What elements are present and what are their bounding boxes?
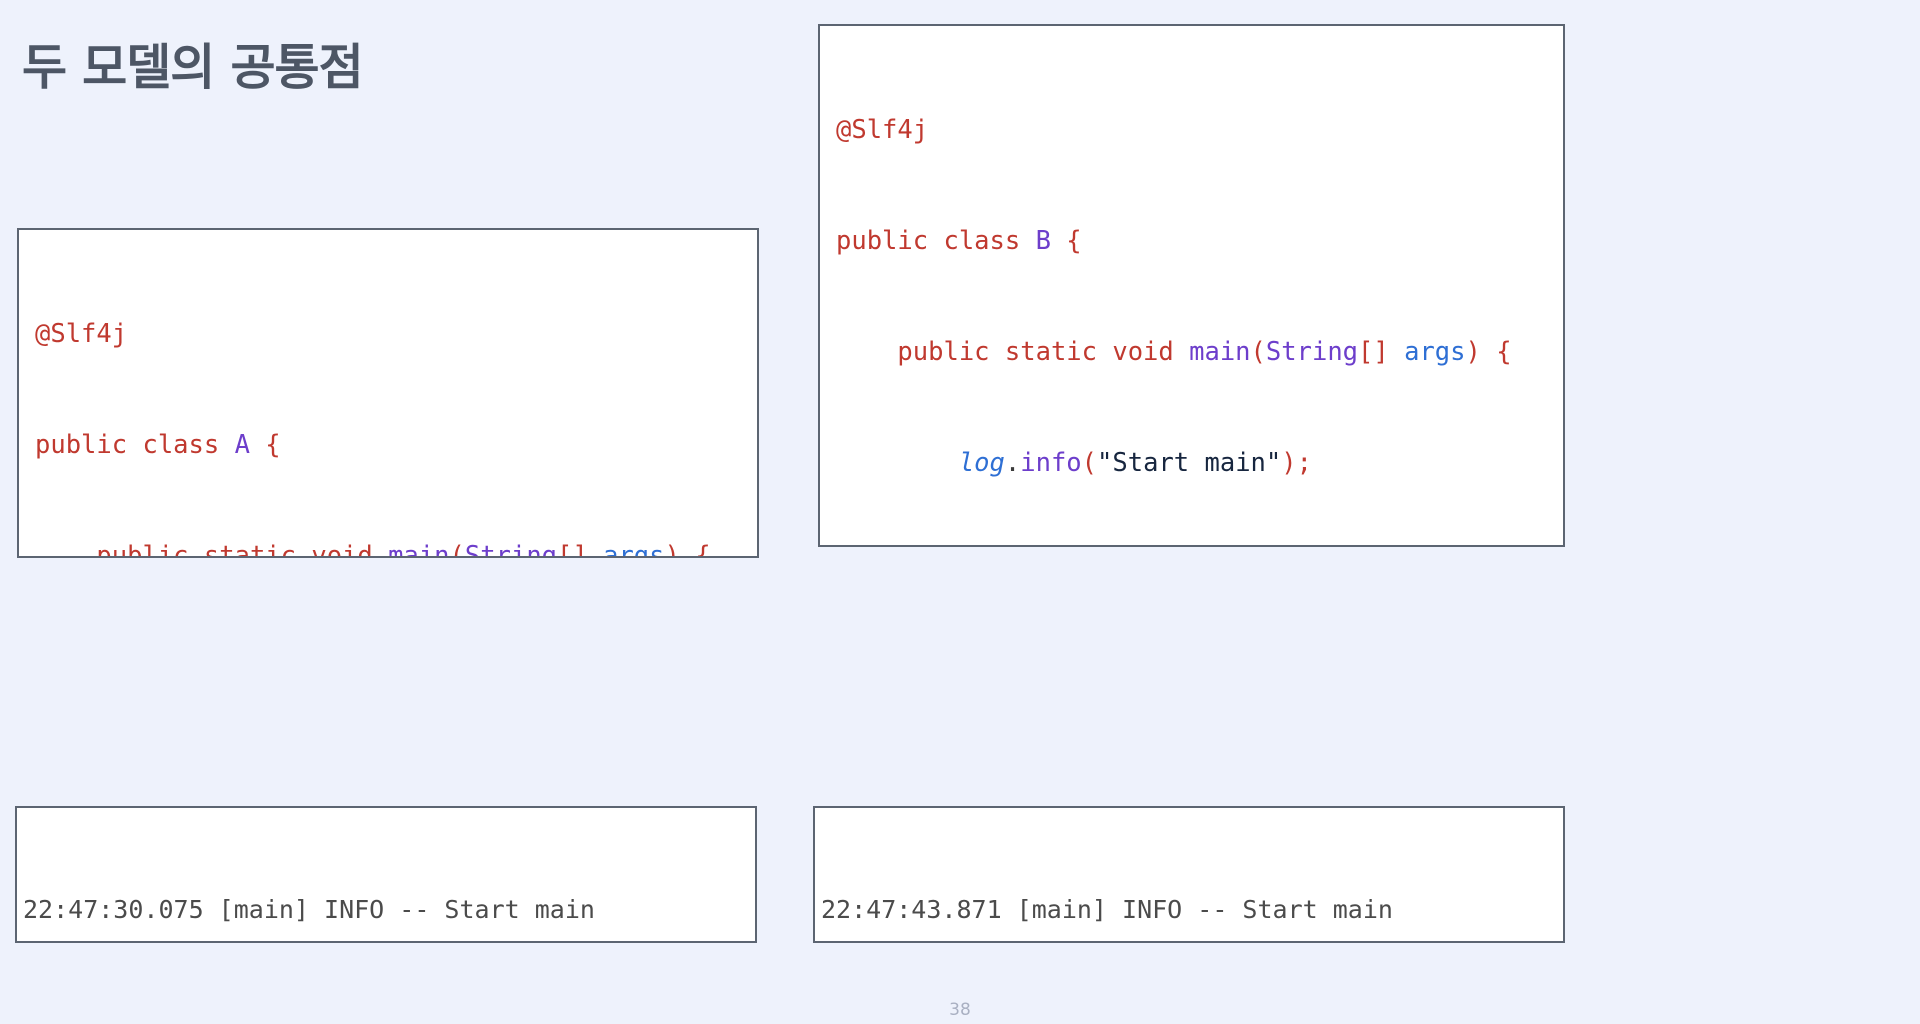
log-output-right: 22:47:43.871 [main] INFO -- Start main 2… — [813, 806, 1565, 943]
log-left-content: 22:47:30.075 [main] INFO -- Start main 2… — [23, 812, 755, 941]
log-line: 22:47:43.871 [main] INFO -- Start main — [821, 895, 1393, 924]
log-right-content: 22:47:43.871 [main] INFO -- Start main 2… — [821, 812, 1563, 941]
code-block-right: @Slf4j public class B { public static vo… — [818, 24, 1565, 547]
code-line: log.info("Start main"); — [958, 448, 1312, 478]
log-output-left: 22:47:30.075 [main] INFO -- Start main 2… — [15, 806, 757, 943]
code-line: public static void main(String[] args) { — [96, 541, 711, 558]
code-block-left: @Slf4j public class A { public static vo… — [17, 228, 759, 558]
page-title: 두 모델의 공통점 — [22, 39, 364, 96]
code-line: public static void main(String[] args) { — [897, 337, 1512, 367]
code-line: public class B { — [836, 226, 1082, 256]
code-line: @Slf4j — [35, 319, 128, 349]
code-left-content: @Slf4j public class A { public static vo… — [35, 242, 743, 558]
log-line: 22:47:30.075 [main] INFO -- Start main — [23, 895, 595, 924]
code-right-content: @Slf4j public class B { public static vo… — [836, 38, 1549, 545]
code-line: public class A { — [35, 430, 281, 460]
page-number: 38 — [949, 1000, 971, 1020]
code-line: @Slf4j — [836, 115, 929, 145]
